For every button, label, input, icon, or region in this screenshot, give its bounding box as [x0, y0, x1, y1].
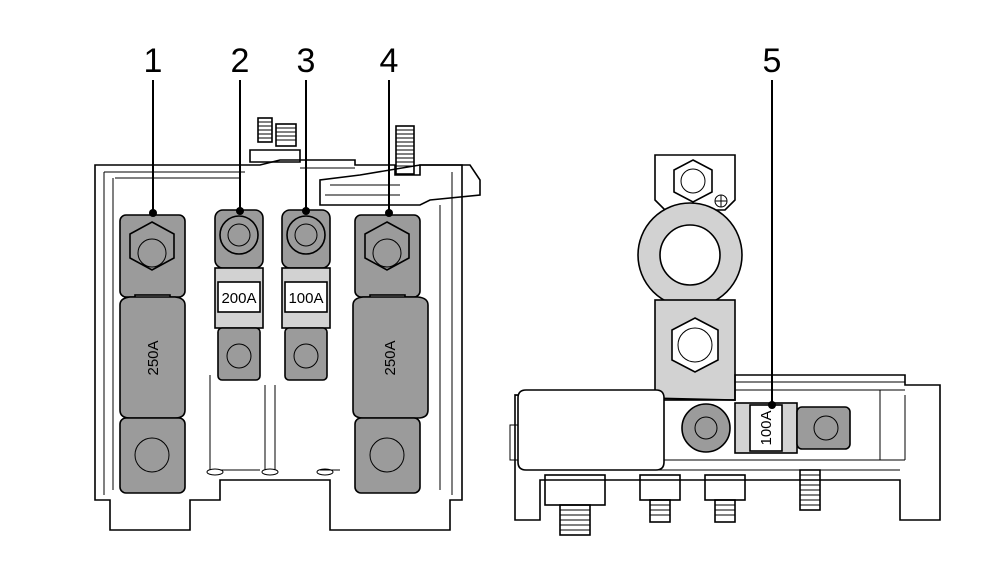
fuse-2-label: 200A [221, 290, 256, 307]
fuse-1: 250A [119, 214, 186, 494]
fuse-1-label: 250A [145, 340, 162, 375]
bottom-bolts [544, 469, 821, 536]
fuse-4: 250A [352, 214, 429, 494]
callout-5: 5 [763, 42, 782, 80]
fuse-4-label: 250A [382, 340, 399, 375]
fuse-5: 100A [681, 402, 851, 454]
fuse-2: 200A [214, 209, 264, 381]
callout-1: 1 [144, 42, 163, 80]
callout-3: 3 [297, 42, 316, 80]
fuse-3-label: 100A [288, 290, 323, 307]
fuse-5-label: 100A [758, 410, 775, 445]
right-fuse-assembly: 100A 5 [509, 42, 941, 536]
callout-leaders [149, 80, 393, 217]
fuse-3: 100A [281, 209, 331, 381]
callout-2: 2 [231, 42, 250, 80]
top-screw-icon [249, 117, 415, 175]
left-fuse-assembly: 250A 200A 100A [94, 42, 481, 531]
callout-4: 4 [380, 42, 399, 80]
